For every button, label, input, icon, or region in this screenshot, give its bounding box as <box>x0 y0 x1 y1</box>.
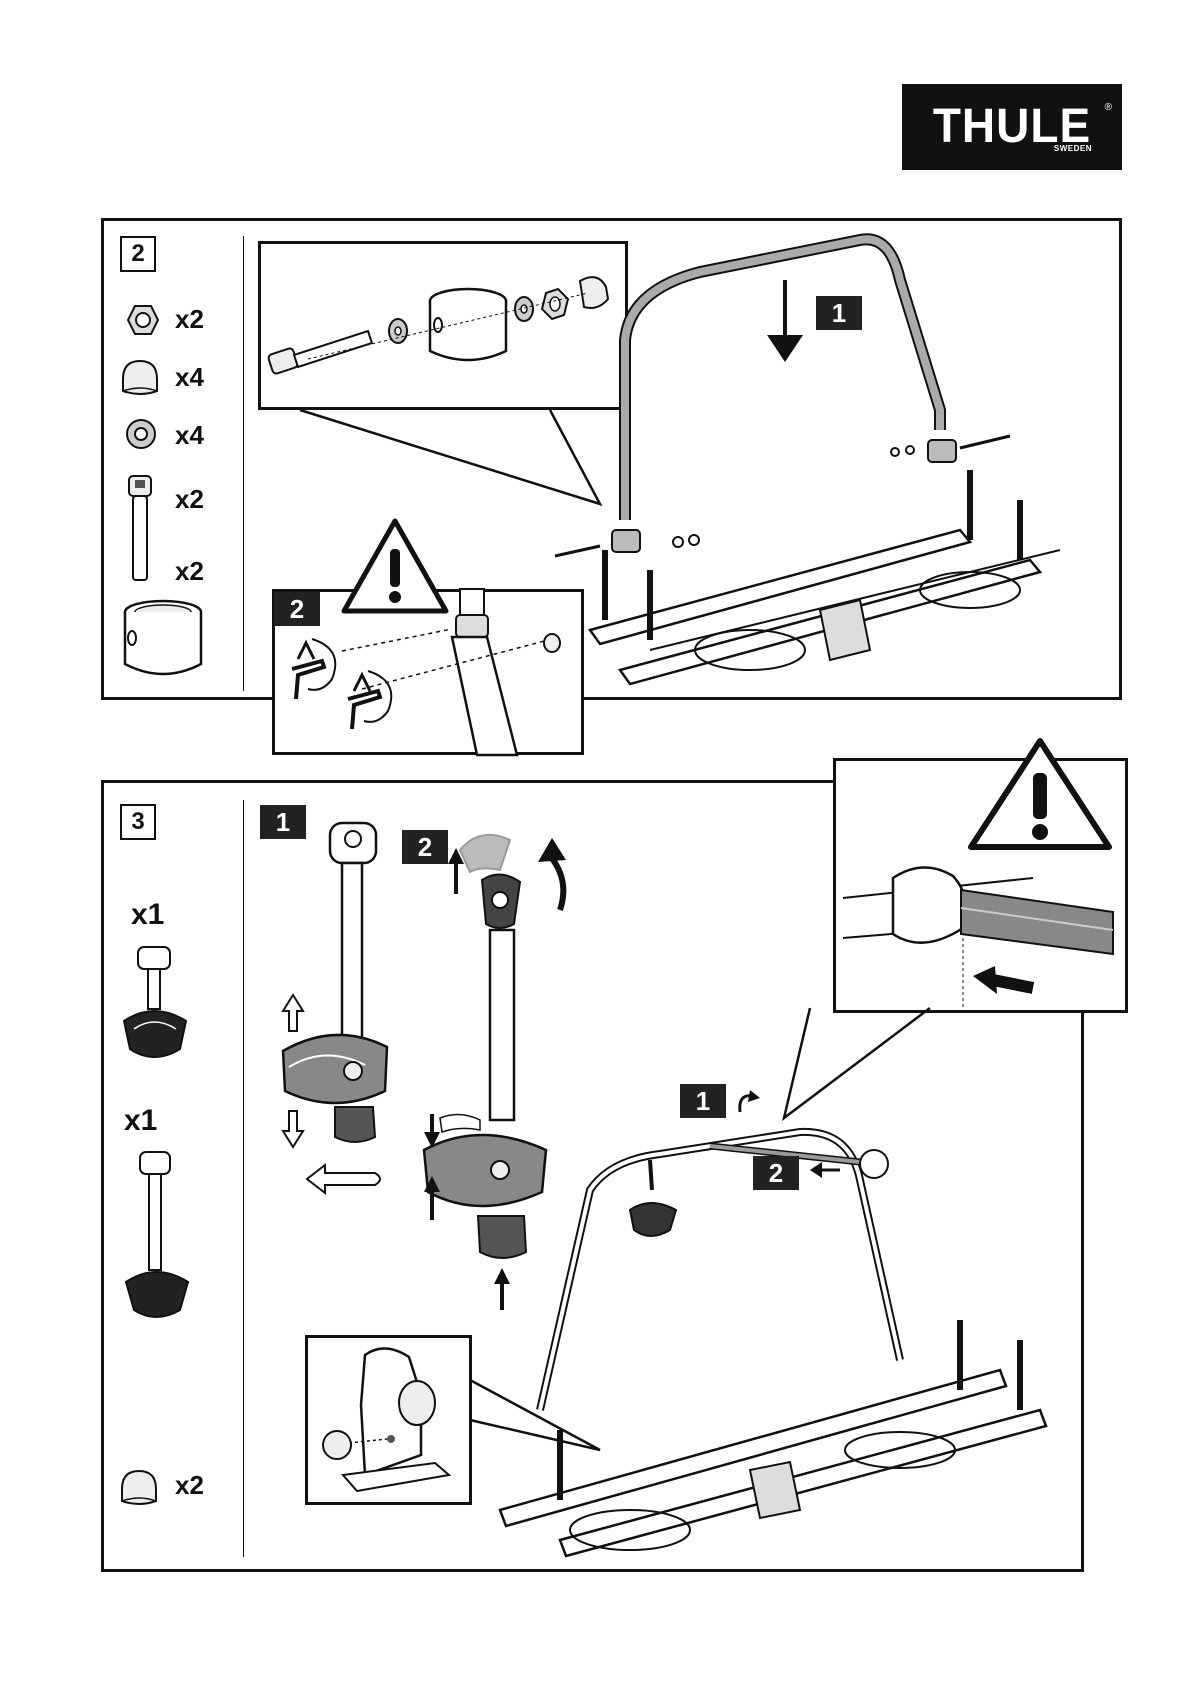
holder-open-drawing <box>275 815 405 1215</box>
spacer-sleeve-icon <box>120 598 206 680</box>
washer-icon <box>125 418 157 450</box>
step-2-badge-lower-hoop: 1 <box>816 296 862 330</box>
tighten-bolts-detail <box>272 589 584 755</box>
bike-holder-long-icon <box>122 1150 192 1325</box>
step-2-qty-4: x2 <box>175 484 204 515</box>
end-cap-icon <box>117 1467 161 1511</box>
step-3-qty-1: x1 <box>131 898 164 932</box>
step-3-badge-insert: 1 <box>680 1084 726 1118</box>
step-2-qty-3: x4 <box>175 420 204 451</box>
step-3-badge-push: 2 <box>753 1156 799 1190</box>
step-3-number: 3 <box>120 804 156 840</box>
cap-nut-icon <box>118 357 162 401</box>
thule-logo: THULE SWEDEN ® <box>902 84 1122 170</box>
bike-holder-short-icon <box>120 945 190 1065</box>
step-2-qty-1: x2 <box>175 304 204 335</box>
carrier-with-holders-drawing <box>480 1070 1080 1570</box>
logo-wordmark: THULE <box>933 100 1091 148</box>
step-3-divider <box>243 800 244 1557</box>
bolt-icon <box>125 474 155 584</box>
insert-tube-detail <box>833 758 1128 1013</box>
step-3-qty-3: x2 <box>175 1470 204 1501</box>
step-2-number: 2 <box>120 236 156 272</box>
step-3-qty-2: x1 <box>124 1104 157 1138</box>
logo-registered-mark: ® <box>1105 102 1112 113</box>
endcap-bracket-detail <box>305 1335 472 1505</box>
rotate-arrow-icon <box>734 1088 762 1114</box>
callout-pointer <box>470 1380 610 1470</box>
push-arrow-icon <box>810 1160 840 1180</box>
nut-icon <box>126 303 160 337</box>
step-2-divider <box>243 236 244 691</box>
step-2-qty-5: x2 <box>175 556 204 587</box>
step-2-qty-2: x4 <box>175 362 204 393</box>
